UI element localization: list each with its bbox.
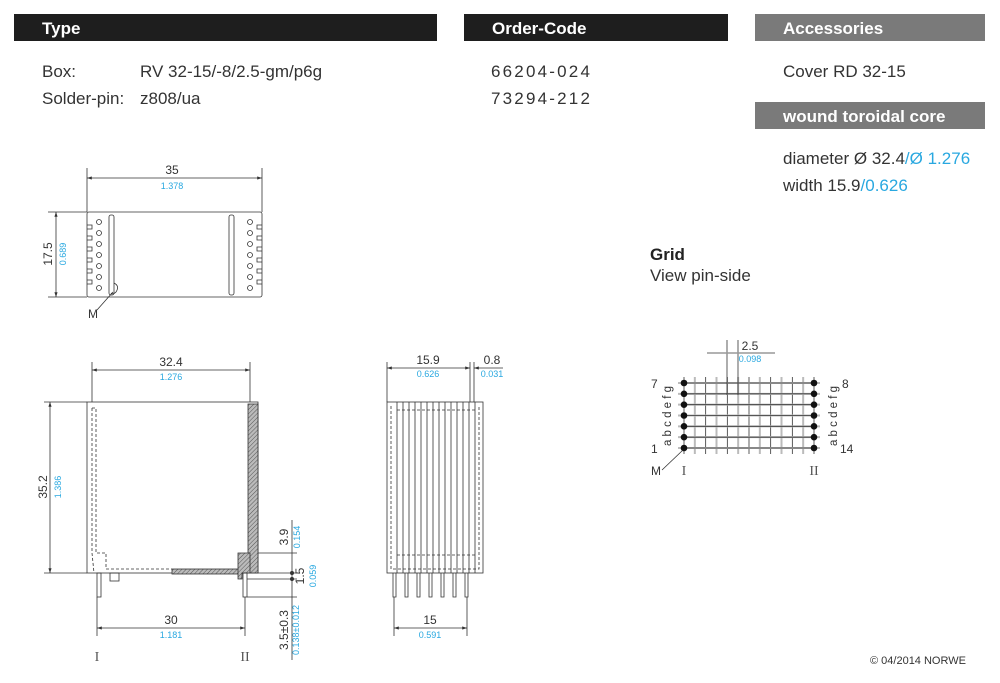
sep: / (860, 176, 866, 195)
grid-pitch-in: 0.098 (739, 354, 762, 364)
pin-7: 7 (651, 377, 658, 391)
order-code-header: Order-Code (464, 14, 728, 41)
type-header: Type (14, 14, 437, 41)
pin-14: 14 (840, 442, 854, 456)
accessories-header: Accessories (755, 14, 985, 41)
solder-pin-label: Solder-pin: (42, 89, 125, 108)
side-width-in: 1.276 (160, 372, 183, 382)
d1-in: 0.154 (292, 526, 302, 549)
box-label: Box: (42, 62, 77, 81)
side-view (44, 362, 297, 660)
d1-mm: 3.9 (277, 528, 291, 545)
grid-row-I: I (682, 464, 687, 479)
pin-dot (680, 412, 688, 419)
pin-dot (810, 379, 818, 387)
pin-dot (810, 390, 818, 398)
side-width-mm: 32.4 (159, 355, 183, 369)
front-width-mm: 15.9 (416, 353, 440, 367)
grid-title: Grid (650, 245, 685, 264)
pin-grid (661, 340, 820, 471)
wall-mm: 0.8 (484, 353, 501, 367)
pin-8: 8 (842, 377, 849, 391)
top-mark-m: M (88, 307, 98, 321)
box-value: RV 32-15/-8/2.5-gm/p6g (140, 62, 323, 81)
grid-mark-m: M (651, 464, 661, 478)
width-mm: 15.9 (827, 176, 861, 195)
copyright: © 04/2014 NORWE (870, 655, 966, 667)
solder-pin-value: z808/ua (140, 89, 201, 108)
grid-subtitle: View pin-side (650, 266, 751, 285)
front-view (386, 362, 503, 636)
pin-dot (680, 444, 688, 452)
pin-dot (680, 433, 688, 441)
top-width-in: 1.378 (161, 181, 184, 191)
core-diameter: diameter Ø 32.4/Ø 1.276 (783, 149, 970, 169)
grid-pitch-mm: 2.5 (742, 339, 759, 353)
top-height-in: 0.689 (58, 243, 68, 266)
front-width-in: 0.626 (417, 369, 440, 379)
solder-pin-order-code: 73294-212 (491, 89, 593, 108)
width-in: 0.626 (865, 176, 908, 195)
pin-dot (810, 444, 818, 452)
letters-left: a b c d e f g (662, 386, 674, 446)
accessory-item: Cover RD 32-15 (783, 62, 906, 81)
diameter-mm: Ø 32.4 (853, 149, 905, 168)
d3-in: 0.138±0.012 (291, 605, 301, 655)
pin-dot (680, 379, 688, 387)
pin-dot (680, 423, 688, 430)
grid-row-II: II (809, 464, 819, 479)
width-label: width (783, 176, 823, 195)
pin-dot (680, 390, 688, 398)
top-width-mm: 35 (165, 163, 179, 177)
pin-dot (810, 401, 818, 408)
pin-span-mm: 30 (164, 613, 178, 627)
pin-dot (810, 412, 818, 419)
pin-dot (680, 401, 688, 408)
d2-in: 0.059 (308, 565, 318, 588)
m-leader-line (661, 449, 684, 471)
sep: / (904, 149, 910, 168)
pin-1: 1 (651, 442, 658, 456)
core-header: wound toroidal core (755, 102, 985, 129)
diameter-label: diameter (783, 149, 850, 168)
front-pin-span-in: 0.591 (419, 630, 442, 640)
d3-mm: 3.5±0.3 (277, 610, 291, 650)
d2-mm: 1.5 (293, 567, 307, 584)
side-row-I: I (95, 650, 100, 665)
front-pin-span-mm: 15 (423, 613, 437, 627)
side-row-II: II (240, 650, 250, 665)
side-height-in: 1.386 (53, 476, 63, 499)
wall-in: 0.031 (481, 369, 504, 379)
pin-dot (810, 433, 818, 441)
letters-right: a b c d e f g (828, 386, 840, 446)
top-height-mm: 17.5 (41, 242, 55, 266)
top-view (48, 168, 263, 311)
pin-span-in: 1.181 (160, 630, 183, 640)
pin-dot (810, 423, 818, 430)
side-height-mm: 35.2 (36, 475, 50, 499)
core-width: width 15.9/0.626 (783, 176, 908, 196)
diameter-in: Ø 1.276 (909, 149, 971, 168)
box-order-code: 66204-024 (491, 62, 593, 81)
